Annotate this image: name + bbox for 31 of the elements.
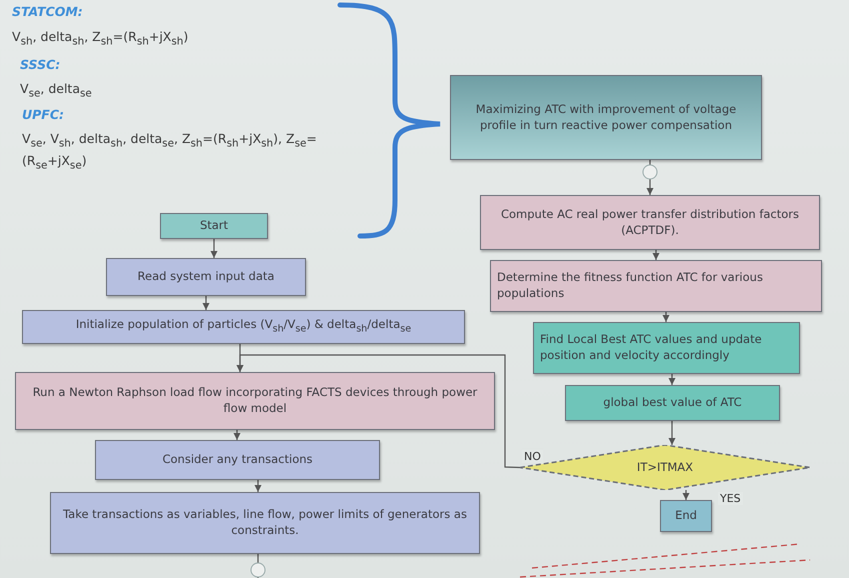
process-box: Take transactions as variables, line flow, power limits of generators as constraints. bbox=[50, 492, 480, 554]
end-terminal: End bbox=[660, 500, 712, 532]
parameter-list: V$_{se}$, delta$_{se}$ bbox=[20, 80, 92, 102]
process-box: Consider any transactions bbox=[95, 440, 380, 480]
connector-arrow bbox=[233, 430, 241, 440]
connector-arrow bbox=[662, 312, 670, 322]
connector-arrow bbox=[236, 354, 520, 468]
connector-arrow bbox=[646, 160, 654, 195]
process-box: global best value of ATC bbox=[565, 385, 780, 421]
device-heading: UPFC: bbox=[22, 106, 64, 124]
device-heading: SSSC: bbox=[20, 56, 60, 74]
parameter-list: V$_{sh}$, delta$_{sh}$, Z$_{sh}$=(R$_{sh}$+jX$_{sh}$) bbox=[12, 28, 188, 50]
start-terminal: Start bbox=[160, 213, 268, 239]
connector-arrow bbox=[254, 480, 262, 492]
process-box: Read system input data bbox=[106, 258, 306, 296]
parameter-list: V$_{se}$, V$_{sh}$, delta$_{sh}$, delta$_{se}$, Z$_{sh}$=(R$_{sh}$+jX$_{sh}$), Z$_{se}$=(R$_{se}$+jX$_{se}$) bbox=[22, 130, 322, 174]
connector-arrow bbox=[202, 296, 210, 310]
connector-arrow bbox=[652, 250, 660, 260]
connector-arrow bbox=[210, 239, 218, 258]
objective-box: Maximizing ATC with improvement of voltage profile in turn reactive power compensation bbox=[450, 75, 762, 160]
connector-arrow bbox=[668, 374, 676, 385]
process-box: Compute AC real power transfer distribution factors (ACPTDF). bbox=[480, 195, 820, 250]
edge-label: YES bbox=[718, 492, 743, 505]
edge-label: NO bbox=[522, 450, 543, 463]
connector-arrow bbox=[668, 421, 676, 445]
process-box: Find Local Best ATC values and update position and velocity accordingly bbox=[533, 322, 800, 374]
process-box: Determine the fitness function ATC for various populations bbox=[490, 260, 822, 312]
process-box: Run a Newton Raphson load flow incorporating FACTS devices through power flow model bbox=[15, 372, 495, 430]
process-box: Initialize population of particles (V$_{sh}$/V$_{se}$) & delta$_{sh}$/delta$_{se}$ bbox=[22, 310, 465, 344]
device-heading: STATCOM: bbox=[12, 3, 83, 21]
connector-arrow bbox=[682, 490, 690, 500]
